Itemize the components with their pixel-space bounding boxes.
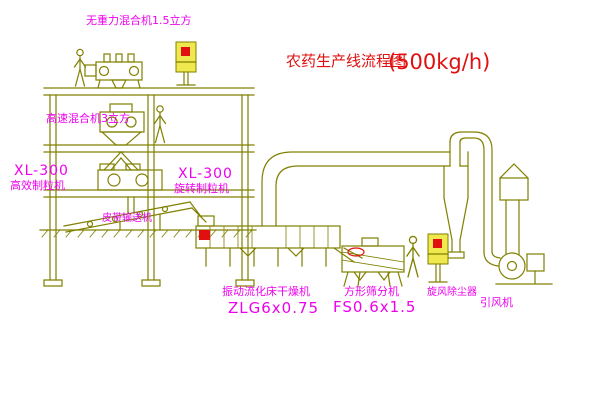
ground-hatch xyxy=(41,229,253,238)
person-icon xyxy=(153,105,167,144)
label-left-granulator-name: 高效制粒机 xyxy=(10,178,65,192)
label-belt-conveyor: 皮带输送机 xyxy=(102,211,152,224)
label-dryer-model: ZLG6x0.75 xyxy=(228,299,319,317)
label-dryer-name: 振动流化床干燥机 xyxy=(222,284,310,298)
label-left-granulator-model: XL-300 xyxy=(14,163,69,179)
cyclone-separator xyxy=(443,141,469,259)
diagram-title: 农药生产线流程图 xyxy=(286,52,406,70)
diagram-capacity: (500kg/h) xyxy=(388,50,490,74)
building-structure xyxy=(39,87,257,287)
label-cyclone: 旋风除尘器 xyxy=(427,285,477,298)
person-icon xyxy=(73,48,87,87)
control-cabinet-right xyxy=(427,233,449,283)
indicator-light xyxy=(433,239,442,248)
fluid-bed-dryer xyxy=(195,215,363,267)
exhaust-duct xyxy=(261,151,451,227)
person-icon xyxy=(406,235,420,278)
column-footings xyxy=(43,279,255,287)
screen-mark xyxy=(347,247,365,257)
label-sifter-model: FS0.6x1.5 xyxy=(333,298,416,316)
label-fan: 引风机 xyxy=(480,295,513,309)
y-chute xyxy=(103,151,139,171)
label-mid-granulator-model: XL-300 xyxy=(178,166,233,182)
label-speed-mixer: 高速混合机3立方 xyxy=(46,111,130,125)
label-mid-granulator-name: 旋转制粒机 xyxy=(174,181,229,195)
rotary-granulator xyxy=(97,163,163,191)
gravity-mixer xyxy=(84,53,143,89)
floor-slabs xyxy=(43,87,255,198)
control-cabinet-top xyxy=(175,41,197,86)
square-sifter xyxy=(341,237,405,287)
high-speed-mixer xyxy=(99,103,145,146)
feeder-block xyxy=(199,230,210,240)
label-gravity-mixer: 无重力混合机1.5立方 xyxy=(86,13,192,27)
induced-draft-fan xyxy=(495,163,553,285)
columns xyxy=(49,94,249,281)
fan-duct xyxy=(449,131,501,267)
indicator-light xyxy=(181,47,190,56)
belt-conveyor xyxy=(63,196,207,233)
label-sifter-name: 方形筛分机 xyxy=(344,284,399,298)
